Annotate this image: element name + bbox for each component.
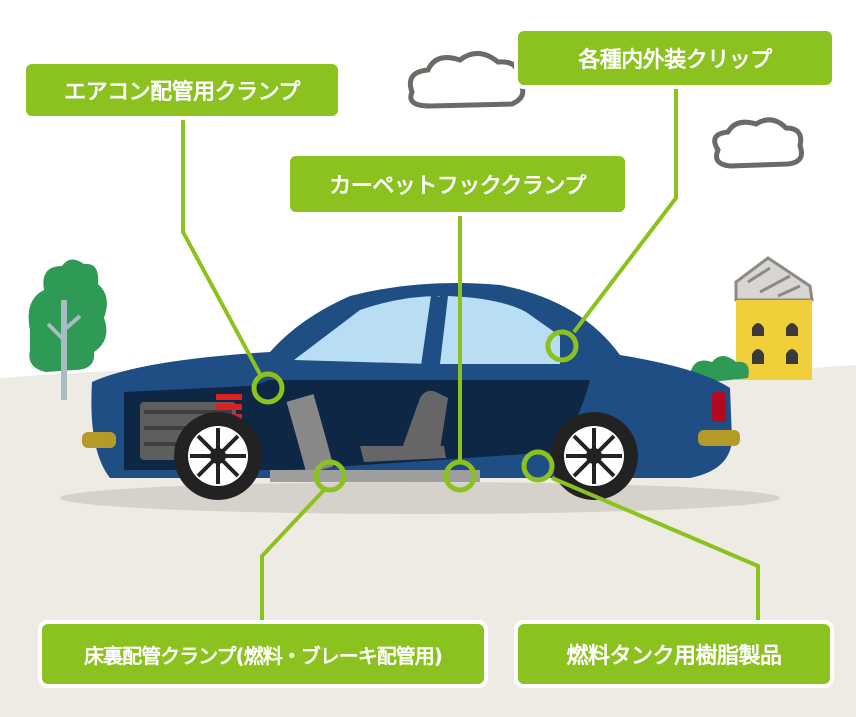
front-bumper-light [82, 432, 116, 448]
label-carpet-hook-clamp: カーペットフッククランプ [286, 152, 629, 216]
car-window-front [294, 296, 440, 364]
cloud-icon-2 [712, 117, 804, 169]
house-icon [734, 256, 814, 380]
wheel-rear [550, 412, 638, 500]
label-interior-clips: 各種内外装クリップ [514, 27, 836, 89]
rear-bumper-light [698, 430, 740, 446]
ring-floor [313, 459, 347, 493]
label-underfloor-pipe-clamp: 床裏配管クランプ(燃料・ブレーキ配管用) [38, 620, 488, 688]
car-shadow [60, 482, 780, 514]
label-ac-pipe-clamp: エアコン配管用クランプ [22, 60, 342, 120]
tree-icon [28, 259, 107, 400]
floor-pipe [270, 470, 480, 482]
ring-fuel [521, 449, 555, 483]
wheel-front [174, 412, 262, 500]
tail-light [712, 392, 726, 422]
seat-front [400, 390, 448, 454]
callout-lines [181, 86, 760, 622]
cloud-icon-1 [407, 51, 526, 109]
callout-ring-icons [251, 329, 579, 493]
ring-clip [545, 329, 579, 363]
label-fuel-tank-resin: 燃料タンク用樹脂製品 [514, 620, 834, 688]
ring-ac [251, 371, 285, 405]
car-window-rear [440, 296, 560, 364]
ring-carpet [443, 459, 477, 493]
